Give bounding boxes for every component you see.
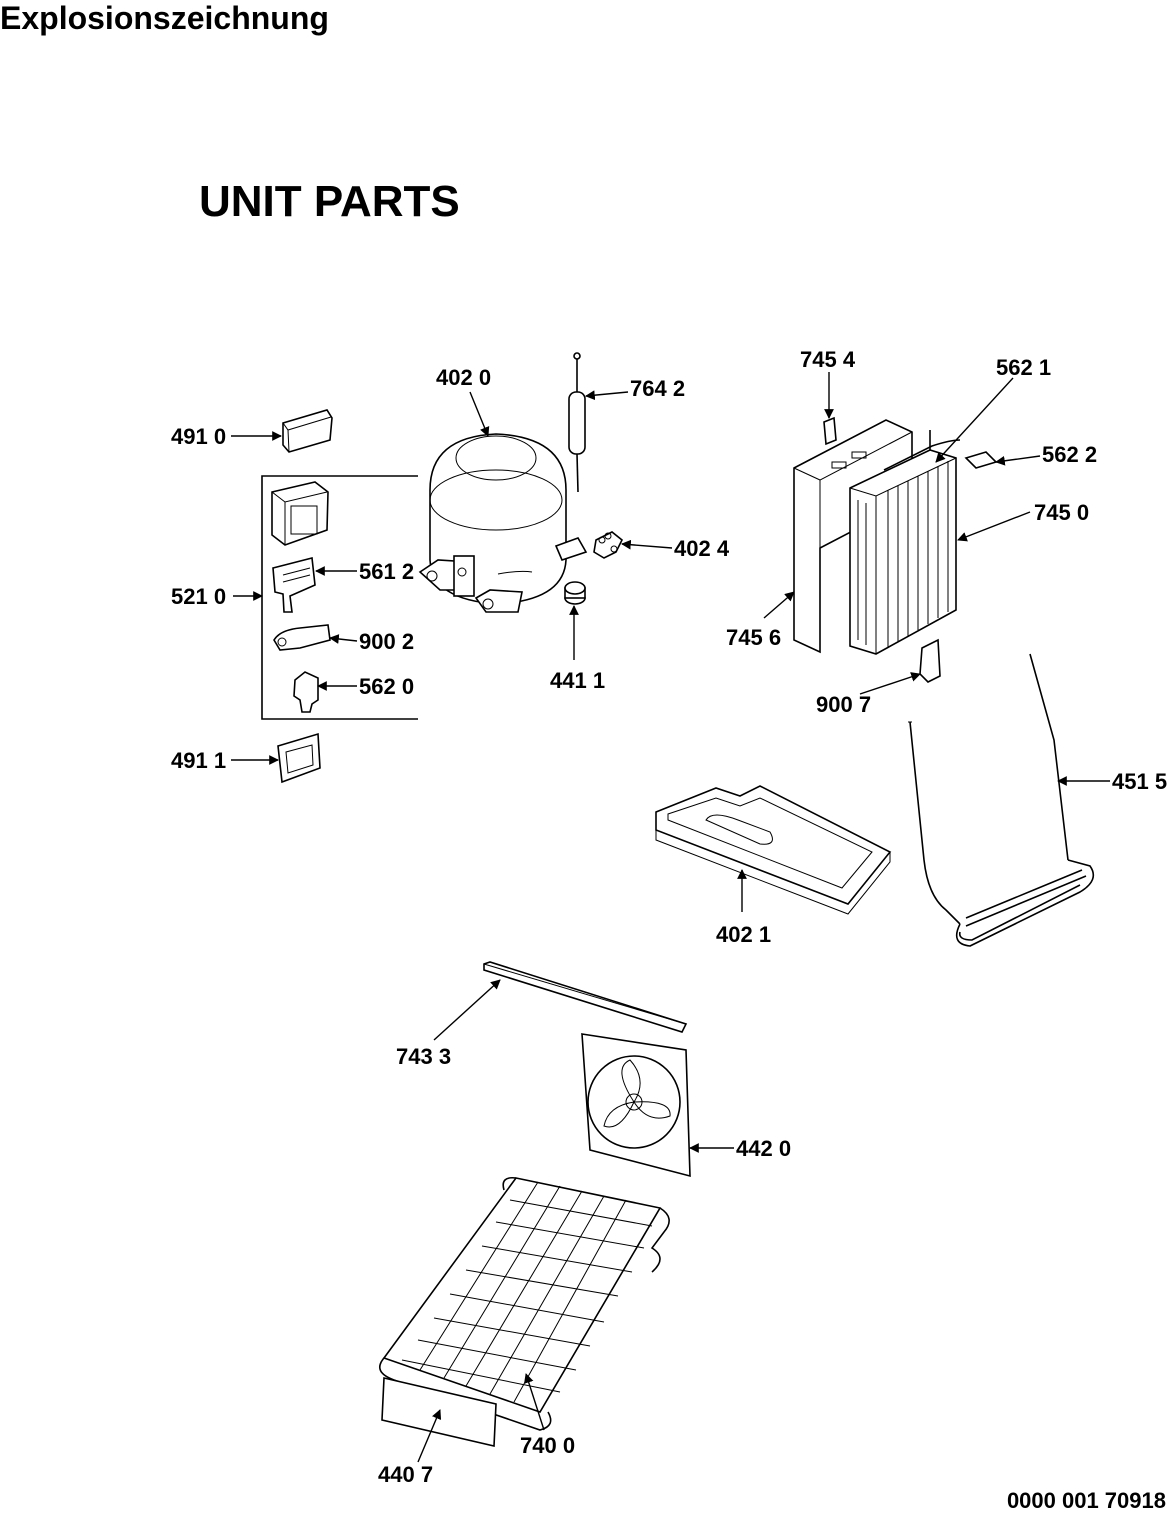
filter-drier-part (568, 352, 586, 493)
callout-764-2: 764 2 (630, 376, 685, 401)
condenser-fins-part (849, 449, 957, 655)
condenser-clip-bottom-part (919, 638, 941, 683)
callout-745-0: 745 0 (1034, 500, 1089, 525)
callout-402-4: 402 4 (674, 536, 730, 561)
callout-451-5: 451 5 (1112, 769, 1167, 794)
callout-402-0: 402 0 (436, 365, 491, 390)
relay-cover-part (282, 409, 333, 453)
compressor-bushing-part (564, 581, 586, 605)
defrost-heater-part (908, 653, 1095, 947)
callout-521-0: 521 0 (171, 584, 226, 609)
callout-441-1: 441 1 (550, 668, 605, 693)
leader-lines (231, 372, 1110, 1463)
callout-900-2: 900 2 (359, 629, 414, 654)
callout-442-0: 442 0 (736, 1136, 791, 1161)
condenser-fan-part (581, 1033, 691, 1178)
callout-562-1: 562 1 (996, 355, 1051, 380)
compressor-part (418, 433, 588, 613)
callout-900-7: 900 7 (816, 692, 871, 717)
callout-491-1: 491 1 (171, 748, 226, 773)
section-title: UNIT PARTS (199, 177, 460, 226)
start-relay-part (271, 481, 329, 546)
document-number: 0000 001 70918 (1006, 1488, 1166, 1513)
grommet-set-part (593, 531, 624, 559)
condenser-clip-top-part (823, 416, 837, 446)
relay-cover-lower-part (277, 732, 321, 784)
drip-tray-part (655, 785, 892, 915)
callout-561-2: 561 2 (359, 559, 414, 584)
callout-745-6: 745 6 (726, 625, 781, 650)
callout-440-7: 440 7 (378, 1462, 433, 1487)
callout-402-1: 402 1 (716, 922, 771, 947)
capillary-tube-part (883, 430, 961, 471)
terminal-clip-part (293, 671, 319, 713)
callout-743-3: 743 3 (396, 1044, 451, 1069)
relay-contact-part (272, 556, 316, 613)
tube-connector-part (964, 451, 998, 469)
sealing-strip-part (483, 961, 688, 1033)
thermal-protector-part (273, 624, 331, 651)
callout-491-0: 491 0 (171, 424, 226, 449)
page-title: Explosionszeichnung (0, 0, 329, 36)
callout-562-0: 562 0 (359, 674, 414, 699)
callout-740-0: 740 0 (520, 1433, 575, 1458)
callout-745-4: 745 4 (800, 347, 856, 372)
callout-562-2: 562 2 (1042, 442, 1097, 467)
